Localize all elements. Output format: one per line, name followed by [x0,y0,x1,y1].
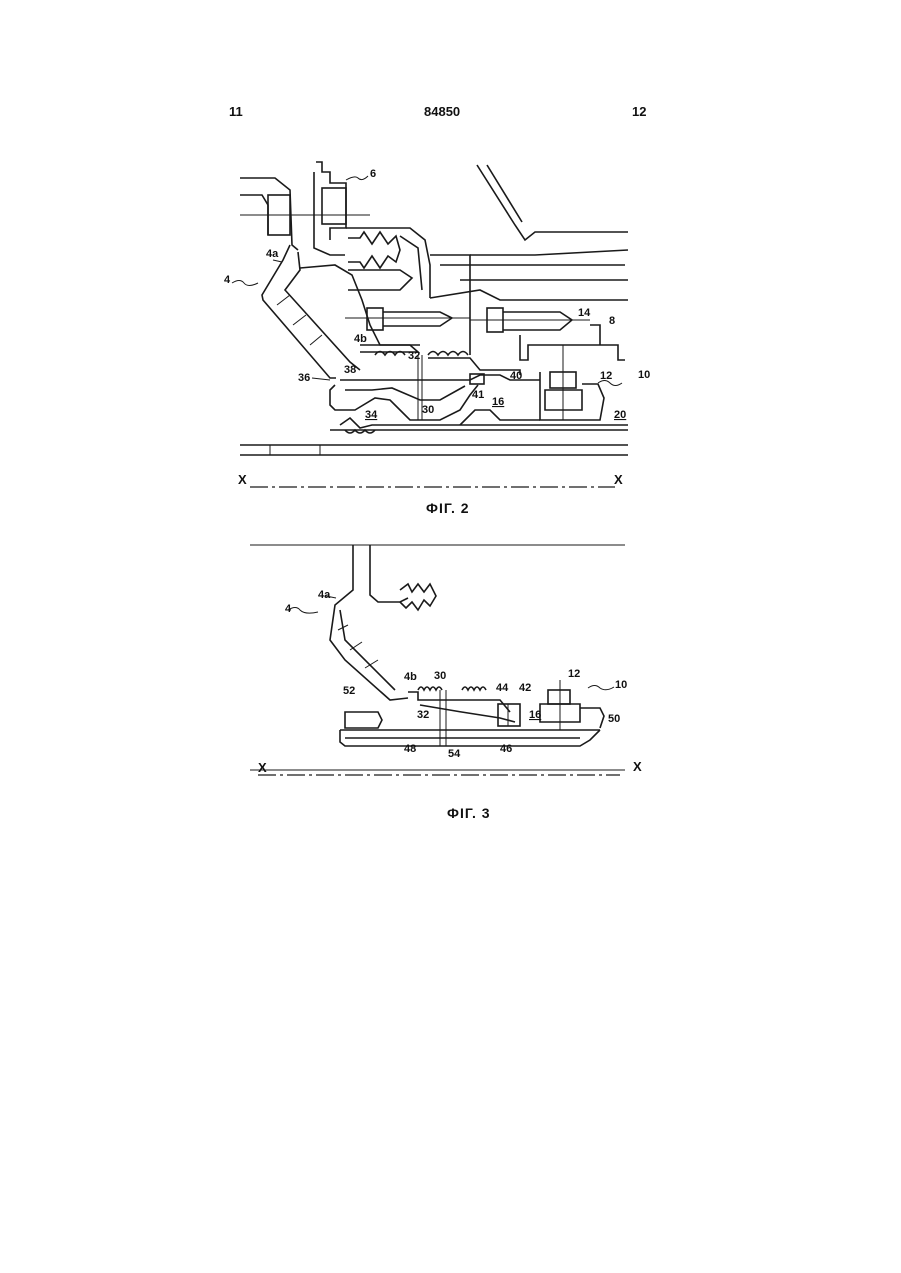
fig3-label-42: 42 [519,682,531,694]
fig2-label-16: 16 [492,396,504,408]
fig3-label-54: 54 [448,748,461,760]
fig2-label-38: 38 [344,364,356,376]
fig2-label-4a: 4a [266,248,279,260]
fig2-label-41: 41 [472,389,484,401]
fig3-axis-left: X [258,760,267,775]
fig2-label-6: 6 [370,168,376,180]
fig3-label-44: 44 [496,682,509,694]
fig2-label-40: 40 [510,370,522,382]
fig3-label-32: 32 [417,709,429,721]
fig2-axis-left: X [238,472,247,487]
fig2-label-30: 30 [422,404,434,416]
fig2-label-34: 34 [365,409,378,421]
fig3-label-10: 10 [615,679,627,691]
figure-3-geometry [250,545,625,775]
fig3-label-4: 4 [285,603,292,615]
fig3-label-4a: 4a [318,589,331,601]
fig3-label-4b: 4b [404,671,417,683]
fig2-label-32: 32 [408,350,420,362]
fig3-label-52: 52 [343,685,355,697]
fig3-label-12: 12 [568,668,580,680]
figure-2-geometry [240,162,628,487]
fig2-label-20: 20 [614,409,626,421]
fig2-label-4b: 4b [354,333,367,345]
fig2-label-14: 14 [578,307,591,319]
figure-3-leaders [288,596,614,690]
fig3-label-50: 50 [608,713,620,725]
figure-3-caption: ФIГ. 3 [447,805,491,821]
fig2-axis-right: X [614,472,623,487]
fig2-label-10: 10 [638,369,650,381]
figure-2-caption: ФIГ. 2 [426,500,470,516]
fig3-label-16: 16 [529,709,541,721]
fig2-label-12: 12 [600,370,612,382]
fig2-label-4: 4 [224,274,231,286]
fig3-axis-right: X [633,759,642,774]
fig3-label-48: 48 [404,743,416,755]
fig3-label-46: 46 [500,743,512,755]
fig3-label-30: 30 [434,670,446,682]
fig2-label-36: 36 [298,372,310,384]
fig2-label-8: 8 [609,315,615,327]
